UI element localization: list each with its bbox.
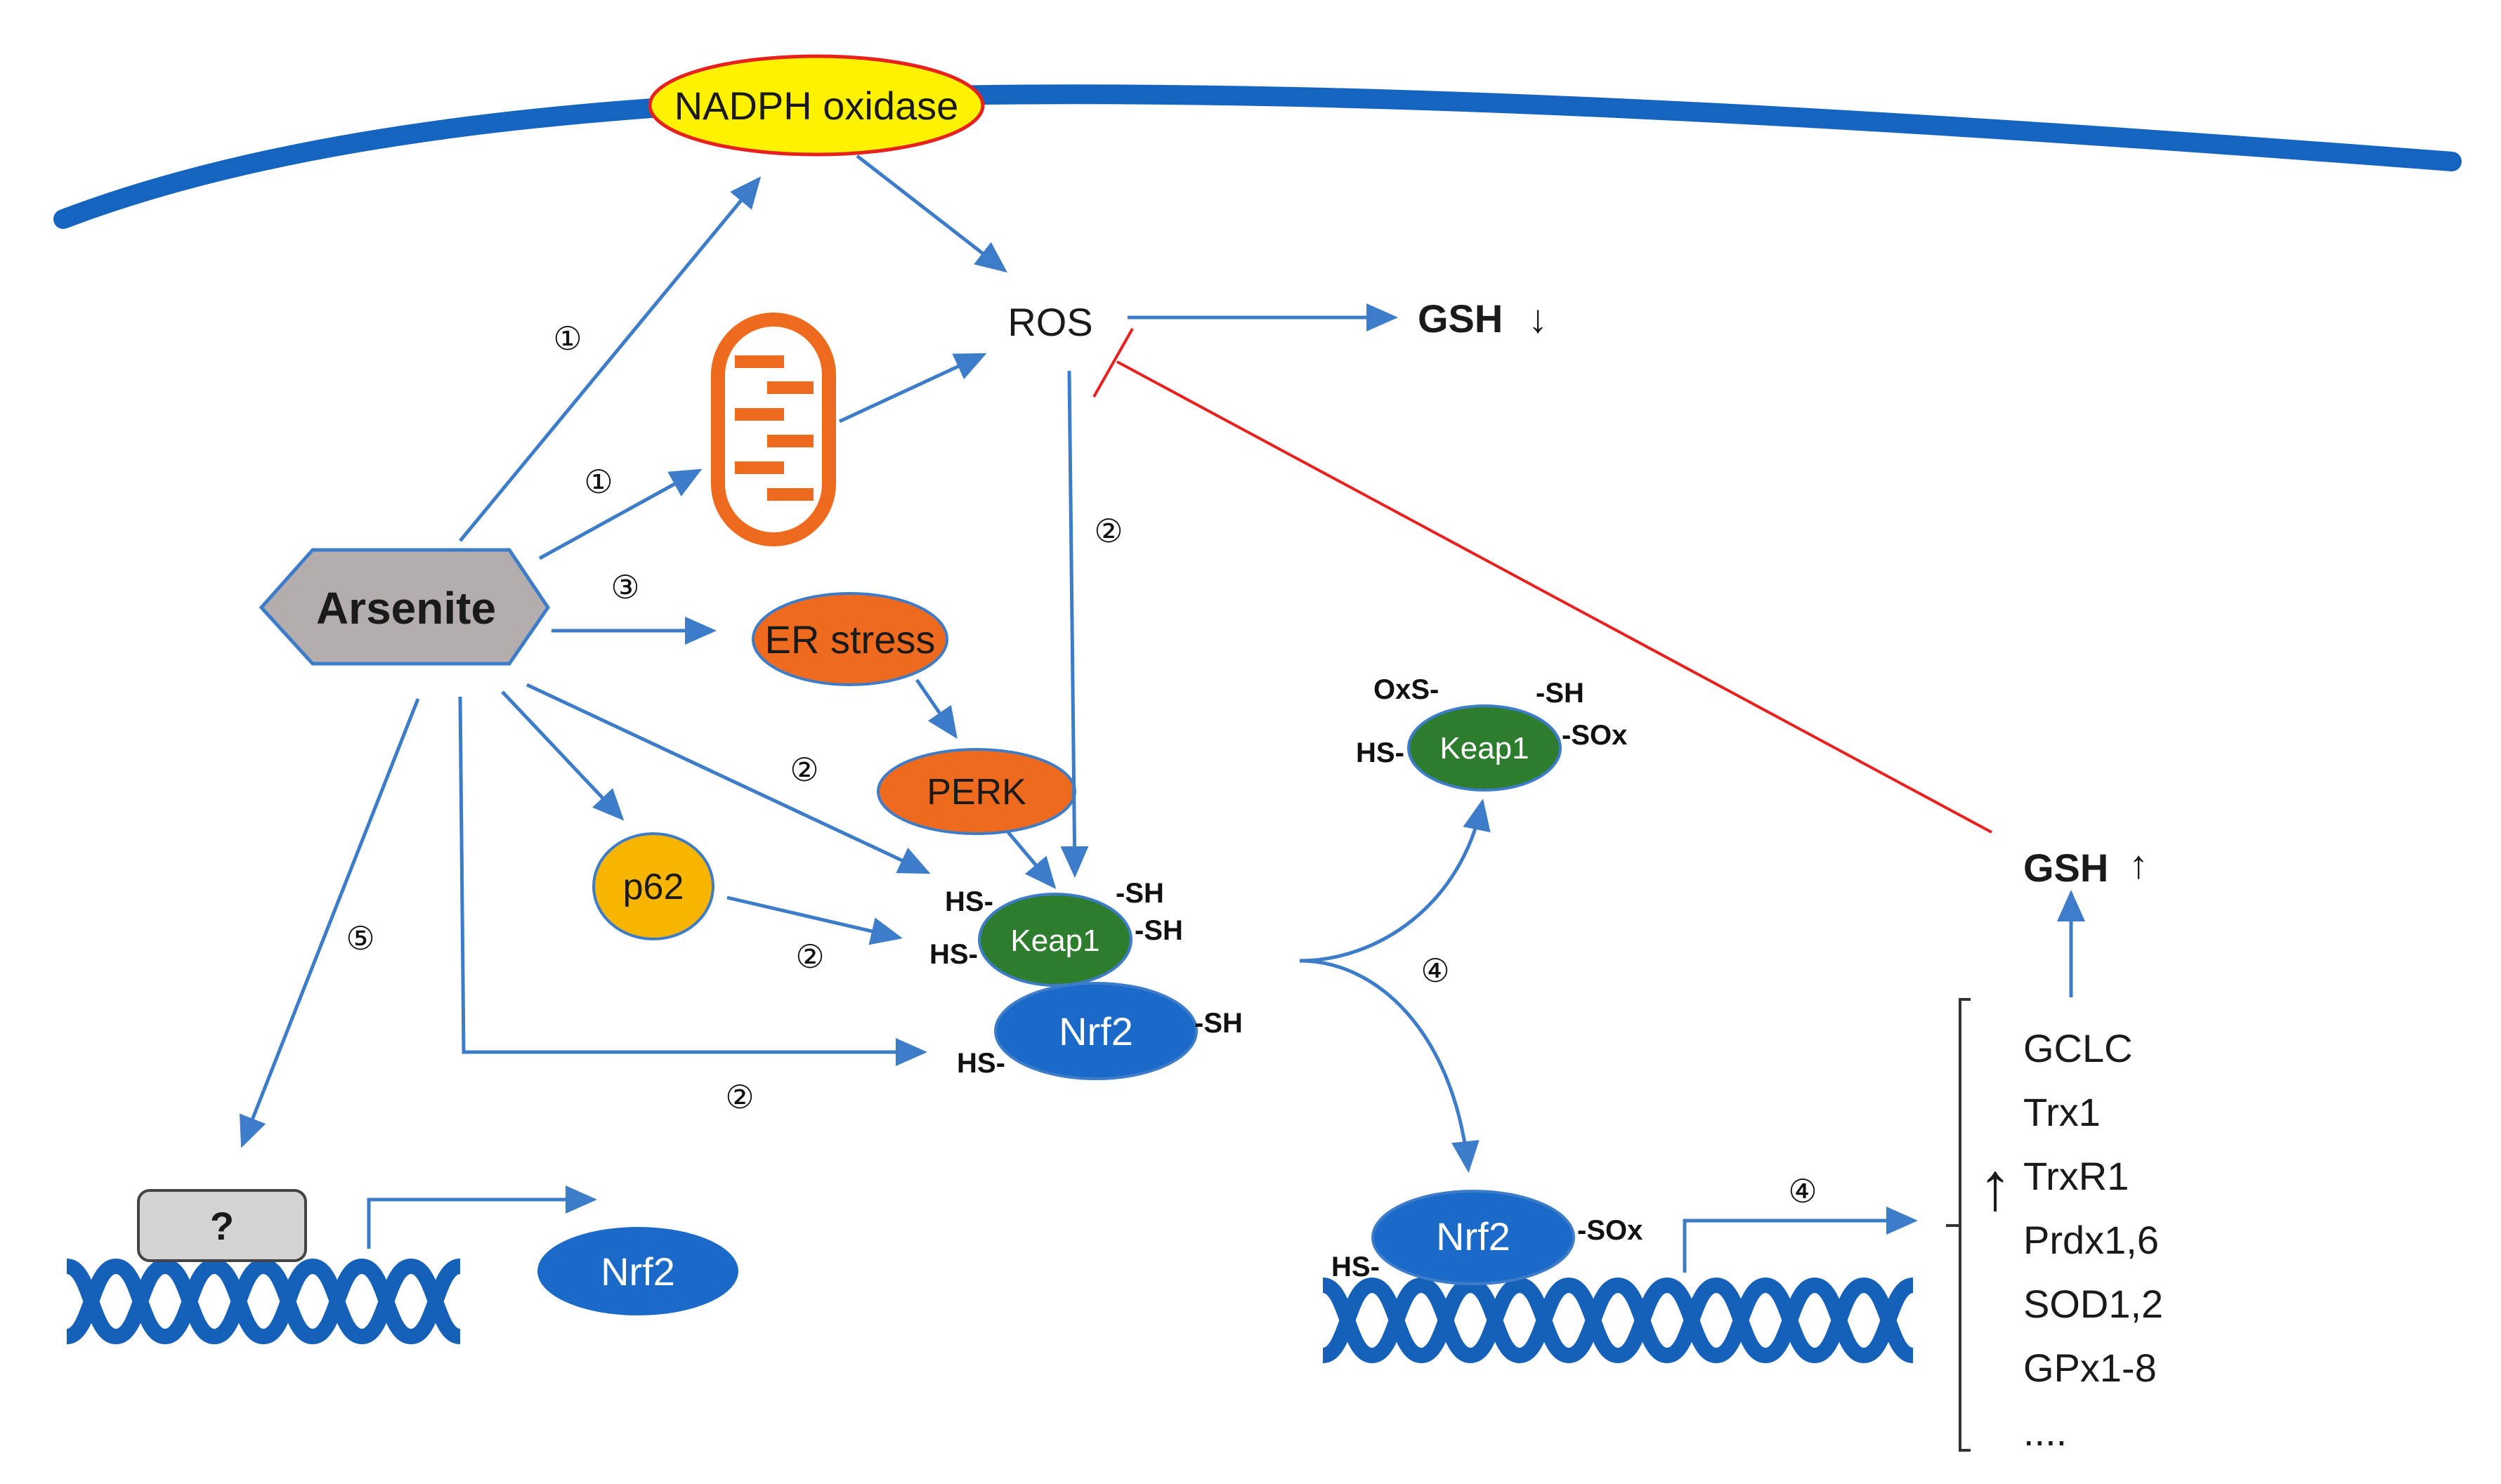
keap1-bound-label: Keap1 xyxy=(1010,924,1099,958)
pathway-number-4-genes: ④ xyxy=(1788,1173,1817,1209)
arrow-arsenite-p62 xyxy=(501,690,625,821)
nrf2-dna-label: Nrf2 xyxy=(1436,1214,1510,1259)
inhibition-gsh-ros xyxy=(1092,328,1992,834)
nrf2-sh: -SH xyxy=(1194,1008,1243,1039)
keap1-free-label: Keap1 xyxy=(1439,731,1529,766)
target-genes: ↑ GCLC Trx1 TrxR1 Prdx1,6 SOD1,2 GPx1-8 … xyxy=(1946,998,2163,1454)
arrow-arsenite-nrf2 xyxy=(458,696,927,1066)
arrow-unknown-nrf2 xyxy=(367,1186,597,1249)
nrf2-dna-binding: Nrf2 -SOx HS- xyxy=(1323,1190,1913,1355)
arrow-arsenite-unknown xyxy=(240,698,420,1148)
gene-4: Prdx1,6 xyxy=(2023,1218,2159,1262)
gene-3: TrxR1 xyxy=(2023,1154,2129,1198)
gene-6: GPx1-8 xyxy=(2023,1346,2157,1390)
pathway-number-1a: ① xyxy=(553,320,582,357)
gsh-increase: GSH ↑ xyxy=(2023,842,2148,890)
genes-bracket xyxy=(1959,998,1971,1452)
arrow-er-perk xyxy=(915,678,958,740)
keap1-free-sh: -SH xyxy=(1536,678,1584,709)
perk-node: PERK xyxy=(877,748,1076,835)
arrow-complex-nrf2 xyxy=(1299,959,1480,1173)
unknown-factor-label: ? xyxy=(210,1204,234,1248)
keap1-hs-1: HS- xyxy=(945,886,993,917)
arsenite-node: Arsenite xyxy=(259,548,551,666)
upregulation-arrow-icon: ↑ xyxy=(1978,1149,2012,1224)
keap1-hs-2: HS- xyxy=(929,939,978,970)
nadph-oxidase-node: NADPH oxidase xyxy=(648,54,985,157)
arrow-arsenite-nadph xyxy=(459,176,762,542)
keap1-sh-1: -SH xyxy=(1116,878,1164,909)
keap1-oxidized-node: Keap1 OxS- -SH -SOx HS- xyxy=(1356,674,1627,792)
nrf2-new-label: Nrf2 xyxy=(601,1249,675,1294)
nrf2-dna-hs: HS- xyxy=(1331,1252,1380,1282)
pathway-number-5: ⑤ xyxy=(346,920,374,957)
arrow-nrf2-genes xyxy=(1683,1207,1918,1273)
keap1-oxs: OxS- xyxy=(1373,674,1439,705)
nrf2-hs: HS- xyxy=(957,1048,1005,1079)
keap1-free-hs: HS- xyxy=(1356,737,1404,768)
nrf2-bound-label: Nrf2 xyxy=(1059,1009,1133,1053)
pathway-numbers: ① ① ② ③ ② ② ② ⑤ ④ ④ xyxy=(346,320,1817,1209)
pathway-number-3: ③ xyxy=(610,569,639,605)
er-stress-node: ER stress xyxy=(752,592,948,686)
nrf2-bound-shape xyxy=(994,982,1198,1080)
nrf2-dna-sox: -SOx xyxy=(1577,1215,1643,1246)
keap1-free-sox: -SOx xyxy=(1562,720,1627,751)
pathway-number-4-split: ④ xyxy=(1421,952,1449,989)
up-arrow-icon: ↑ xyxy=(2129,842,2148,886)
er-stress-label: ER stress xyxy=(765,617,936,662)
gene-5: SOD1,2 xyxy=(2023,1282,2163,1326)
pathway-arrows xyxy=(240,155,2085,1273)
keap1-bound-shape xyxy=(978,893,1132,987)
nrf2-dna-shape xyxy=(1371,1190,1575,1285)
gene-2: Trx1 xyxy=(2023,1090,2101,1134)
gsh-down-label: GSH xyxy=(1418,296,1503,341)
arsenite-label: Arsenite xyxy=(316,583,496,633)
pathway-number-2-nrf2: ② xyxy=(725,1079,754,1115)
dna-helix-right xyxy=(1323,1285,1913,1355)
mitochondrion-icon xyxy=(711,313,836,546)
pathway-number-2-ros: ② xyxy=(1094,513,1123,549)
gsh-up-label: GSH xyxy=(2023,846,2108,890)
pathway-number-2-arsenite: ② xyxy=(790,751,818,788)
dna-helix-left xyxy=(67,1266,460,1337)
gene-7: .... xyxy=(2023,1410,2067,1454)
arrow-ros-keap1 xyxy=(1060,370,1089,878)
ros-label: ROS xyxy=(1007,300,1092,344)
nrf2-new-node: Nrf2 xyxy=(537,1227,738,1315)
arrow-perk-keap1 xyxy=(1007,831,1057,889)
nadph-oxidase-label: NADPH oxidase xyxy=(674,84,959,128)
arrow-complex-keap1 xyxy=(1299,799,1491,963)
arrow-nadph-ros xyxy=(856,155,1007,273)
gsh-decrease: GSH ↓ xyxy=(1418,296,1548,341)
gene-1: GCLC xyxy=(2023,1026,2133,1070)
arrow-mito-ros xyxy=(838,353,987,423)
cell-membrane xyxy=(53,84,2462,229)
p62-node: p62 xyxy=(592,832,714,940)
down-arrow-icon: ↓ xyxy=(1528,296,1548,341)
keap1-nrf2-complex: Nrf2 Keap1 HS- HS- -SH -SH HS- -SH xyxy=(929,878,1243,1080)
keap1-sh-2: -SH xyxy=(1135,915,1183,946)
pathway-number-1b: ① xyxy=(584,464,613,500)
unknown-factor-dna: ? xyxy=(67,1189,460,1337)
perk-label: PERK xyxy=(927,772,1026,813)
unknown-factor-box xyxy=(137,1189,307,1262)
arrow-p62-keap1 xyxy=(726,895,903,945)
p62-label: p62 xyxy=(623,867,684,907)
arrow-arsenite-keap1 xyxy=(525,683,931,874)
pathway-number-2-p62: ② xyxy=(795,938,824,975)
arrow-arsenite-mito xyxy=(538,468,703,560)
